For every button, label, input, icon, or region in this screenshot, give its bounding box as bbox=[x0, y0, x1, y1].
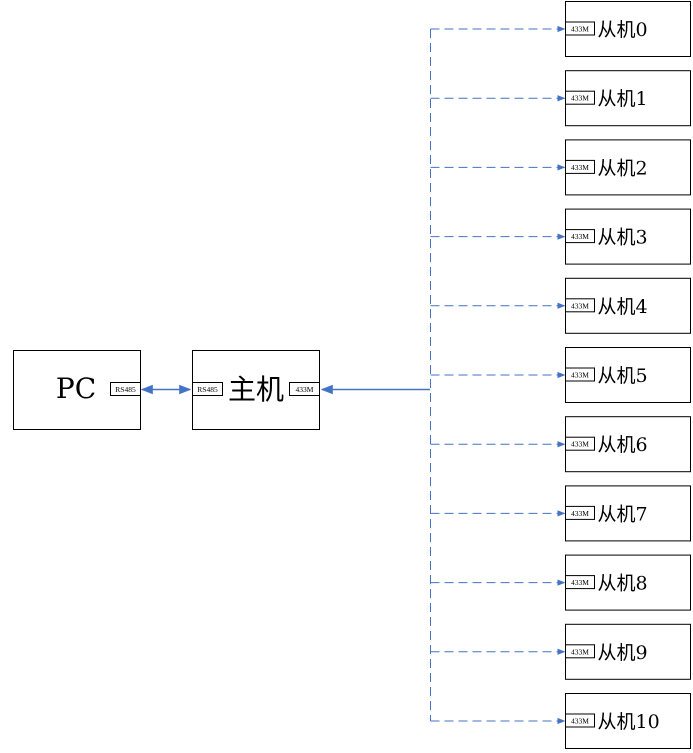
pc-label: PC bbox=[56, 372, 96, 405]
slave-433m-port-label-3: 433M bbox=[571, 232, 589, 241]
slave-433m-port-6 bbox=[565, 436, 595, 451]
slave-label-7: 从机7 bbox=[598, 503, 648, 525]
slave-node-9: 433M 从机9 bbox=[430, 623, 691, 680]
slave-node-7: 433M 从机7 bbox=[430, 485, 691, 542]
slave-node-1: 433M 从机1 bbox=[430, 70, 691, 127]
slave-433m-port-label-7: 433M bbox=[571, 509, 589, 518]
slave-433m-port-label-8: 433M bbox=[571, 578, 589, 587]
pc-rs485-port bbox=[110, 382, 141, 396]
slave-433m-port-7 bbox=[565, 505, 595, 520]
slave-433m-port-1 bbox=[565, 90, 595, 105]
slave-node-5: 433M 从机5 bbox=[430, 347, 691, 403]
slave-node-8: 433M 从机8 bbox=[430, 554, 691, 611]
slave-label-3: 从机3 bbox=[598, 227, 648, 249]
slave-label-10: 从机10 bbox=[598, 711, 660, 733]
slave-433m-port-label-2: 433M bbox=[571, 163, 589, 172]
slave-433m-port-3 bbox=[565, 229, 595, 244]
slave-433m-port-label-9: 433M bbox=[571, 647, 589, 656]
slave-node-2: 433M 从机2 bbox=[430, 139, 691, 196]
slave-node-10: 433M 从机10 bbox=[430, 693, 691, 749]
host-node: 主机 RS485 433M bbox=[192, 350, 320, 430]
slave-433m-port-8 bbox=[565, 575, 595, 590]
slave-433m-port-label-0: 433M bbox=[571, 25, 589, 34]
slave-433m-port-label-10: 433M bbox=[571, 717, 589, 726]
slave-433m-port-label-1: 433M bbox=[571, 94, 589, 103]
slave-label-0: 从机0 bbox=[598, 19, 648, 41]
slave-node-4: 433M 从机4 bbox=[430, 277, 691, 334]
slave-label-9: 从机9 bbox=[598, 642, 648, 664]
slave-433m-port-9 bbox=[565, 644, 595, 659]
host-rs485-port-label: RS485 bbox=[197, 385, 218, 394]
slave-label-6: 从机6 bbox=[598, 434, 648, 456]
slave-label-2: 从机2 bbox=[598, 157, 648, 179]
slave-433m-port-label-6: 433M bbox=[571, 440, 589, 449]
slaves-group: 433M 从机0 433M 从机1 433M 从机2 433M 从机3 433M 从机4 433M 从… bbox=[430, 1, 691, 749]
slave-433m-port-10 bbox=[565, 713, 595, 728]
host-label: 主机 bbox=[228, 373, 284, 406]
slave-node-0: 433M 从机0 bbox=[430, 1, 691, 57]
slave-node-3: 433M 从机3 bbox=[430, 208, 691, 265]
slave-433m-port-5 bbox=[565, 367, 595, 382]
slave-433m-port-0 bbox=[565, 21, 595, 36]
slave-433m-port-label-5: 433M bbox=[571, 371, 589, 380]
host-433m-port-label: 433M bbox=[296, 385, 314, 394]
slave-433m-port-label-4: 433M bbox=[571, 301, 589, 310]
pc-node: PC RS485 bbox=[13, 350, 141, 430]
slave-label-8: 从机8 bbox=[598, 573, 648, 595]
host-rs485-port bbox=[192, 382, 223, 396]
pc-rs485-port-label: RS485 bbox=[115, 385, 136, 394]
slave-433m-port-4 bbox=[565, 298, 595, 313]
host-433m-port bbox=[289, 382, 320, 396]
slave-label-4: 从机4 bbox=[598, 296, 648, 318]
slave-433m-port-2 bbox=[565, 159, 595, 174]
slave-label-1: 从机1 bbox=[598, 88, 648, 110]
slave-node-6: 433M 从机6 bbox=[430, 416, 691, 473]
slave-label-5: 从机5 bbox=[598, 365, 648, 387]
